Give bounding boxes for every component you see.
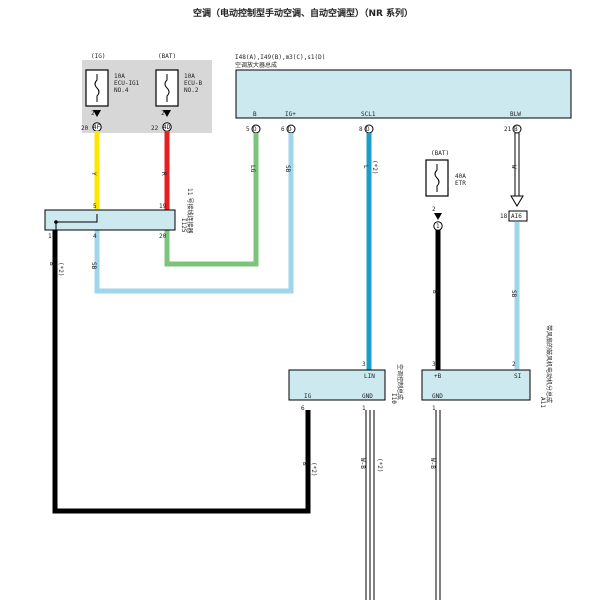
blower-pin-no-si: 2 bbox=[512, 361, 516, 368]
fuse-ig-rating: 10A bbox=[114, 73, 125, 80]
blower-pin-no-gnd: 1 bbox=[432, 405, 436, 412]
fuse-bat-conn: 4D bbox=[163, 124, 171, 131]
etr-rating: 40A bbox=[455, 173, 466, 180]
blower-box bbox=[421, 369, 531, 401]
blower-id: A11 bbox=[539, 397, 546, 408]
fuse-ig-icon bbox=[94, 74, 100, 102]
amp-pin-b-no: 5 bbox=[246, 126, 250, 133]
amp-label-1: I48(A),I49(B),m3(C),s1(D) bbox=[235, 54, 325, 61]
amp-pin-igp-name: IG+ bbox=[285, 111, 296, 118]
junction-pin-4: 4 bbox=[93, 233, 97, 240]
wire-yellow-label: Y bbox=[90, 172, 97, 176]
amp-pin-igp-conn: D bbox=[288, 126, 292, 133]
control-box-pin-no-lin: 3 bbox=[362, 361, 366, 368]
fuse-bat-pin: 2 bbox=[161, 110, 165, 117]
wire-black-left-note: (*2) bbox=[57, 262, 64, 276]
wire-green bbox=[164, 133, 259, 267]
amp-pin-blw-conn: B bbox=[514, 126, 518, 133]
fuse-bat-no: NO.2 bbox=[184, 87, 199, 94]
wire-lin-gnd-note: (*2) bbox=[376, 458, 383, 472]
etr-fuse-icon bbox=[434, 164, 440, 192]
fuse-bat-rating: 10A bbox=[184, 73, 195, 80]
wire-blw-arrow-label: W bbox=[510, 165, 517, 169]
fuse-bat-conn-pin: 22 bbox=[151, 125, 159, 132]
junction-name: 11 号接线连接器 bbox=[186, 188, 194, 234]
wire-skyblue-label-2: SB bbox=[90, 262, 97, 270]
junction-pin-20: 20 bbox=[159, 233, 167, 240]
junction-id: I125 bbox=[180, 218, 187, 233]
wire-skyblue-label: SB bbox=[284, 165, 291, 173]
control-box-pin-ig: IG bbox=[304, 393, 312, 400]
etr-supply: (BAT) bbox=[431, 150, 449, 157]
wire-green-label: LG bbox=[249, 165, 256, 173]
junction-pin-19: 19 bbox=[159, 203, 167, 210]
wire-black-left bbox=[52, 230, 311, 514]
ai6-name: AI6 bbox=[511, 213, 522, 220]
junction-connector bbox=[44, 209, 176, 231]
etr-name: ETR bbox=[455, 180, 466, 187]
wire-blue-scl-note: (*2) bbox=[371, 160, 378, 174]
fuse-ig-conn-pin: 20 bbox=[81, 125, 89, 132]
junction-pin-1: 1 bbox=[48, 233, 52, 240]
wire-black-left-label: B bbox=[48, 262, 55, 266]
fuse-ig-pin: 2 bbox=[91, 110, 95, 117]
diagram-title: 空调（电动控制型手动空调、自动空调型）（NR 系列） bbox=[192, 9, 414, 19]
blower-name: 带风扇的鼓风机电动机分总成 bbox=[545, 325, 553, 403]
amp-pin-b-name: B bbox=[253, 111, 257, 118]
control-box-name: 空调控制总成 bbox=[396, 364, 404, 400]
wire-blower-gnd-label: W-B bbox=[429, 458, 436, 469]
fuse-bat-supply: (BAT) bbox=[158, 53, 176, 60]
blower-pin-si: SI bbox=[514, 373, 522, 380]
amp-pin-blw-no: 21 bbox=[504, 126, 512, 133]
wire-black-etr-label: B bbox=[431, 290, 438, 294]
fuse-bat-icon bbox=[164, 74, 170, 102]
junction-pin-5: 5 bbox=[93, 203, 97, 210]
wire-blue-scl-label: L bbox=[362, 165, 369, 169]
wire-ai6-label: SB bbox=[510, 290, 517, 298]
fuse-ig-no: NO.4 bbox=[114, 87, 129, 94]
fuse-ig-supply: (IG) bbox=[91, 53, 105, 60]
control-box bbox=[288, 369, 386, 401]
blower-pin-gnd: GND bbox=[432, 393, 443, 400]
fuse-ig-conn: 4F bbox=[93, 124, 101, 131]
wire-black-scl-note: (*2) bbox=[310, 462, 317, 476]
ai6-pin: 18 bbox=[500, 213, 508, 220]
amp-pin-scl-no: 8 bbox=[359, 126, 363, 133]
blw-arrow bbox=[510, 195, 524, 207]
fuse-bat-name: ECU-B bbox=[184, 80, 202, 87]
amp-pin-scl-name: SCL1 bbox=[361, 111, 376, 118]
amp-pin-b-conn: D bbox=[253, 126, 257, 133]
control-box-pin-lin: LIN bbox=[364, 373, 375, 380]
blower-pin-b: +B bbox=[434, 373, 442, 380]
amp-label-2: 空调放大器总成 bbox=[235, 61, 277, 69]
control-box-pin-no-gnd: 1 bbox=[362, 405, 366, 412]
fuse-ig-name: ECU-IG1 bbox=[114, 80, 140, 87]
amp-box bbox=[235, 69, 572, 119]
wire-skyblue bbox=[94, 133, 294, 294]
control-box-id: I10 bbox=[390, 393, 397, 404]
amp-pin-igp-no: 6 bbox=[281, 126, 285, 133]
blower-pin-no-b: 3 bbox=[432, 361, 436, 368]
wire-black-scl-label: B bbox=[301, 462, 308, 466]
control-box-pin-no-ig: 6 bbox=[301, 405, 305, 412]
amp-pin-blw-name: BLW bbox=[510, 111, 521, 118]
amp-pin-scl-conn: D bbox=[366, 126, 370, 133]
wire-lin-gnd-label: W-B bbox=[359, 458, 366, 469]
ai6-connector bbox=[508, 210, 528, 222]
etr-connector bbox=[433, 221, 443, 231]
control-box-pin-gnd: GND bbox=[362, 393, 373, 400]
etr-pin: 2 bbox=[432, 206, 436, 213]
etr-conn-pin: 1 bbox=[436, 223, 440, 230]
wire-red-label: R bbox=[160, 172, 167, 176]
